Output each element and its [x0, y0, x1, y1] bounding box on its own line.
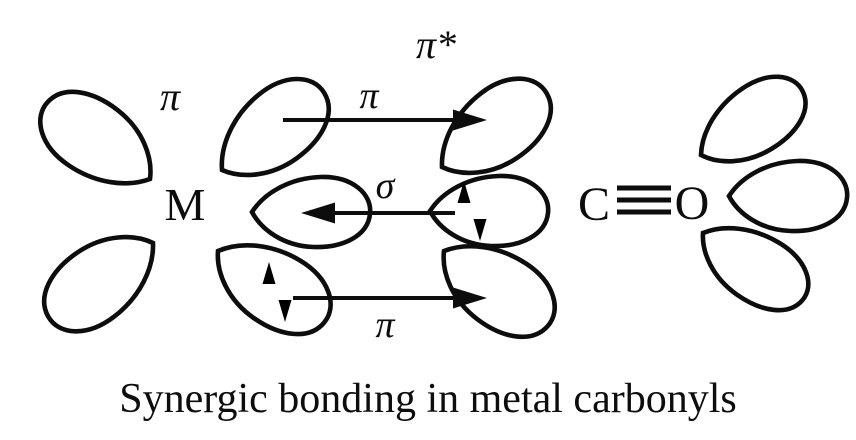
- carbon-atom-label: C: [578, 178, 610, 231]
- pi-backbond-arrow-bottom: [293, 287, 487, 309]
- pi-backbond-arrow-top-head: [453, 109, 487, 131]
- figure-caption: Synergic bonding in metal carbonyls: [119, 376, 736, 422]
- lobe-metal-left-bottom: [28, 213, 175, 348]
- lobe-co-pistar-bottom: [423, 221, 570, 355]
- electron-pair-co-sigma-icon: [457, 181, 487, 241]
- pi-label-metal: π: [160, 74, 181, 119]
- pi-star-label: π*: [416, 22, 456, 67]
- lobe-oxygen-middle: [729, 161, 847, 231]
- sigma-label: σ: [376, 165, 396, 207]
- pi-label-top-arrow: π: [359, 75, 379, 117]
- oxygen-atom-label: O: [675, 177, 710, 230]
- pi-backbond-arrow-top: [283, 109, 487, 131]
- lobe-metal-left-top: [25, 74, 172, 209]
- lobe-oxygen-top: [683, 62, 820, 183]
- lobe-metal-dpi-bottom: [198, 220, 346, 352]
- metal-atom-label: M: [165, 179, 206, 230]
- electron-pair-metal-dpi-icon: [262, 262, 292, 322]
- pi-label-bottom-arrow: π: [375, 304, 395, 346]
- triple-bond: [617, 185, 671, 215]
- sigma-donation-arrow-head: [301, 202, 335, 224]
- pi-backbond-arrow-bottom-head: [453, 287, 487, 309]
- sigma-donation-arrow: [301, 202, 455, 224]
